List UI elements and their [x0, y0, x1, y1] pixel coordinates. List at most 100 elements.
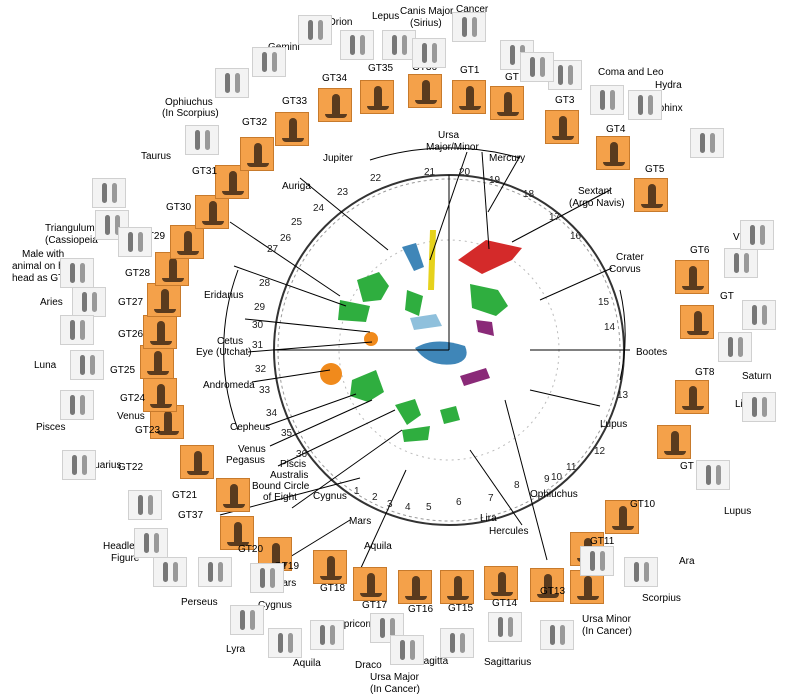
deity-box-gt10	[605, 500, 639, 534]
label-crater: Crater	[616, 252, 644, 263]
label-sextant: Sextant	[578, 186, 612, 197]
label-mars-center: Mars	[349, 516, 372, 527]
label-taurus: Taurus	[141, 151, 172, 162]
label-pisces: Pisces	[36, 422, 66, 433]
deity-label-gt35: GT35	[368, 63, 394, 74]
decan-number: 23	[337, 187, 349, 198]
label-auriga: Auriga	[282, 181, 311, 192]
decan-number: 1	[354, 486, 360, 497]
label-corvus: Corvus	[609, 264, 641, 275]
decan-number: 15	[598, 297, 610, 308]
decan-number: 16	[570, 231, 582, 242]
deity-label-gt13: GT13	[540, 586, 566, 597]
deity-box-gt-r	[680, 305, 714, 339]
deity-label-gt30: GT30	[166, 202, 192, 213]
deity-box-gt16	[398, 570, 432, 604]
glyph-thumbnail	[230, 605, 264, 635]
deity-box-gt15	[440, 570, 474, 604]
deity-box-gt5	[634, 178, 668, 212]
deity-label-gt33: GT33	[282, 96, 308, 107]
label-headless: Headless	[103, 541, 145, 552]
decan-number: 33	[259, 385, 271, 396]
glyph-thumbnail	[740, 220, 774, 250]
label-in-scorpius: (In Scorpius)	[162, 108, 219, 119]
label-sagitta: Sagitta	[417, 656, 449, 667]
deity-label-gt22: GT22	[118, 462, 144, 473]
label-aries: Aries	[40, 297, 63, 308]
decan-number: 4	[405, 502, 411, 513]
label-lira: Lira	[480, 513, 497, 524]
deity-box-gt28	[170, 225, 204, 259]
label-argo-navis: (Argo Navis)	[569, 198, 625, 209]
deity-box-gt31	[240, 137, 274, 171]
label-male-with-2: animal on his	[12, 261, 71, 272]
deity-box-gt26	[147, 283, 181, 317]
label-draco: Draco	[355, 660, 382, 671]
label-ursa: Ursa	[438, 130, 460, 141]
glyph-thumbnail	[134, 528, 168, 558]
right-bracket-arc	[619, 289, 626, 381]
label-cygnus-center: Cygnus	[313, 491, 347, 502]
deity-box-gt18	[313, 550, 347, 584]
deity-label-gt4: GT4	[606, 124, 626, 135]
label-figure: Figure	[111, 553, 140, 564]
label-lupus-right: Lupus	[600, 419, 628, 430]
label-ophiuchus-right: Ophiuchus	[530, 489, 578, 500]
glyph-thumbnail	[62, 450, 96, 480]
glyph-thumbnail	[153, 557, 187, 587]
label-ursa-major-bottom: Ursa Major	[370, 672, 419, 683]
deity-label-gt-r: GT	[720, 291, 734, 302]
label-coma-leo: Coma and Leo	[598, 67, 664, 78]
decan-number: 14	[604, 322, 616, 333]
decan-number: 21	[424, 167, 436, 178]
label-eridanus: Eridanus	[204, 290, 244, 301]
deity-label-gt25: GT25	[110, 365, 136, 376]
label-pegasus: Pegasus	[226, 455, 265, 466]
deity-box-gt	[490, 86, 524, 120]
label-sagittarius: Sagittarius	[484, 657, 532, 668]
deity-label-gt15: GT15	[448, 603, 474, 614]
label-perseus: Perseus	[181, 597, 218, 608]
decan-number: 27	[267, 244, 279, 255]
decan-number: 25	[291, 217, 303, 228]
glyph-thumbnail	[92, 178, 126, 208]
deity-label-gt10: GT10	[630, 499, 656, 510]
deity-label-gt37: GT37	[178, 510, 204, 521]
deity-box-gt37	[216, 478, 250, 512]
deity-label-gt1: GT1	[460, 65, 480, 76]
glyph-thumbnail	[60, 258, 94, 288]
decan-number: 29	[254, 302, 266, 313]
glyph-thumbnail	[696, 460, 730, 490]
deity-box-gt8	[675, 380, 709, 414]
label-mars-lower: Mars	[274, 578, 297, 589]
decan-number: 34	[266, 408, 278, 419]
label-canis-major: Canis Major	[400, 6, 454, 17]
label-piscis: Piscis	[280, 459, 307, 470]
decan-number: 22	[370, 173, 382, 184]
glyph-thumbnail	[60, 315, 94, 345]
glyph-thumbnail	[724, 248, 758, 278]
decan-number: 3	[387, 499, 393, 510]
decan-number: 24	[313, 203, 325, 214]
deity-label-gt29: GT29	[140, 231, 166, 242]
glyph-thumbnail	[250, 563, 284, 593]
deity-label-gt32: GT32	[242, 117, 268, 128]
label-male-with-3: head as GT25.	[12, 273, 79, 284]
deity-label-gt14: GT14	[492, 598, 518, 609]
glyph-thumbnail	[580, 546, 614, 576]
deity-box-gt-r2	[657, 425, 691, 459]
deity-box-gt24	[140, 345, 174, 379]
decan-number: 35	[281, 428, 293, 439]
label-bootes: Bootes	[636, 347, 668, 358]
label-ara: Ara	[679, 556, 695, 567]
decan-number: 28	[259, 278, 271, 289]
glyph-thumbnail	[72, 287, 106, 317]
label-cancer: Cancer	[456, 4, 489, 15]
label-aquila-center: Aquila	[364, 541, 392, 552]
glyph-thumbnail	[382, 30, 416, 60]
deity-box-gt13	[530, 568, 564, 602]
glyph-thumbnail	[540, 620, 574, 650]
glyph-thumbnail	[390, 635, 424, 665]
decan-number: 5	[426, 502, 432, 513]
